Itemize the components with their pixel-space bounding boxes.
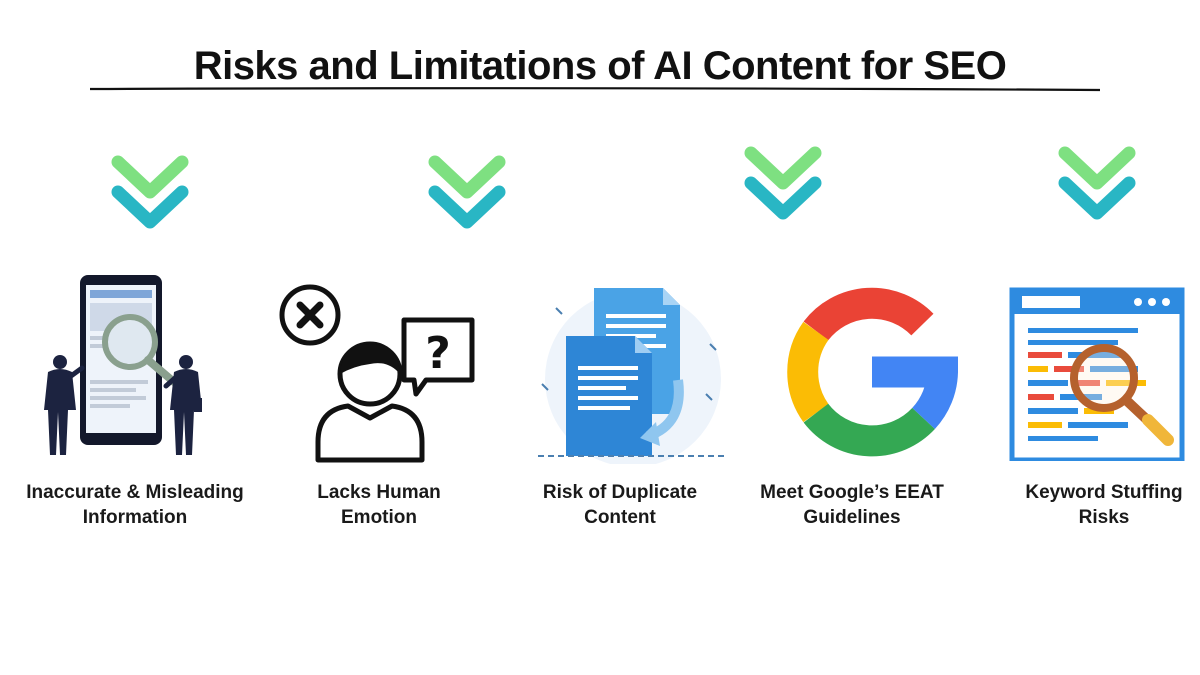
caption-line: Content	[584, 507, 656, 528]
caption-eeat: Meet Google’s EEAT Guidelines	[732, 480, 972, 530]
page-title: Risks and Limitations of AI Content for …	[193, 44, 1007, 88]
caption-line: Lacks Human	[317, 482, 441, 503]
svg-text:?: ?	[425, 328, 451, 379]
caption-line: Guidelines	[803, 507, 901, 528]
chevron-down-icon	[744, 146, 822, 220]
browser-magnifier-icon	[1009, 287, 1185, 461]
phone-magnifier-people-icon	[44, 275, 202, 455]
caption-line: Keyword Stuffing	[1025, 482, 1183, 503]
caption-line: Risk of Duplicate	[542, 482, 698, 503]
google-logo-icon	[787, 287, 958, 457]
person-question-icon: ?	[279, 284, 475, 463]
chevron-down-icon	[428, 155, 506, 229]
chevron-down-icon	[111, 155, 189, 229]
caption-keyword: Keyword Stuffing Risks	[984, 480, 1200, 530]
caption-line: Inaccurate & Misleading	[26, 482, 244, 503]
duplicate-documents-icon	[538, 288, 728, 464]
caption-inaccurate: Inaccurate & Misleading Information	[15, 480, 255, 530]
caption-duplicate: Risk of Duplicate Content	[500, 480, 740, 530]
caption-line: Emotion	[341, 507, 417, 528]
caption-line: Risks	[1078, 507, 1130, 528]
caption-line: Information	[82, 507, 188, 528]
title-underline	[90, 87, 1100, 92]
chevron-down-icon	[1058, 146, 1136, 220]
caption-emotion: Lacks Human Emotion	[259, 480, 499, 530]
caption-line: Meet Google’s EEAT	[760, 482, 944, 503]
